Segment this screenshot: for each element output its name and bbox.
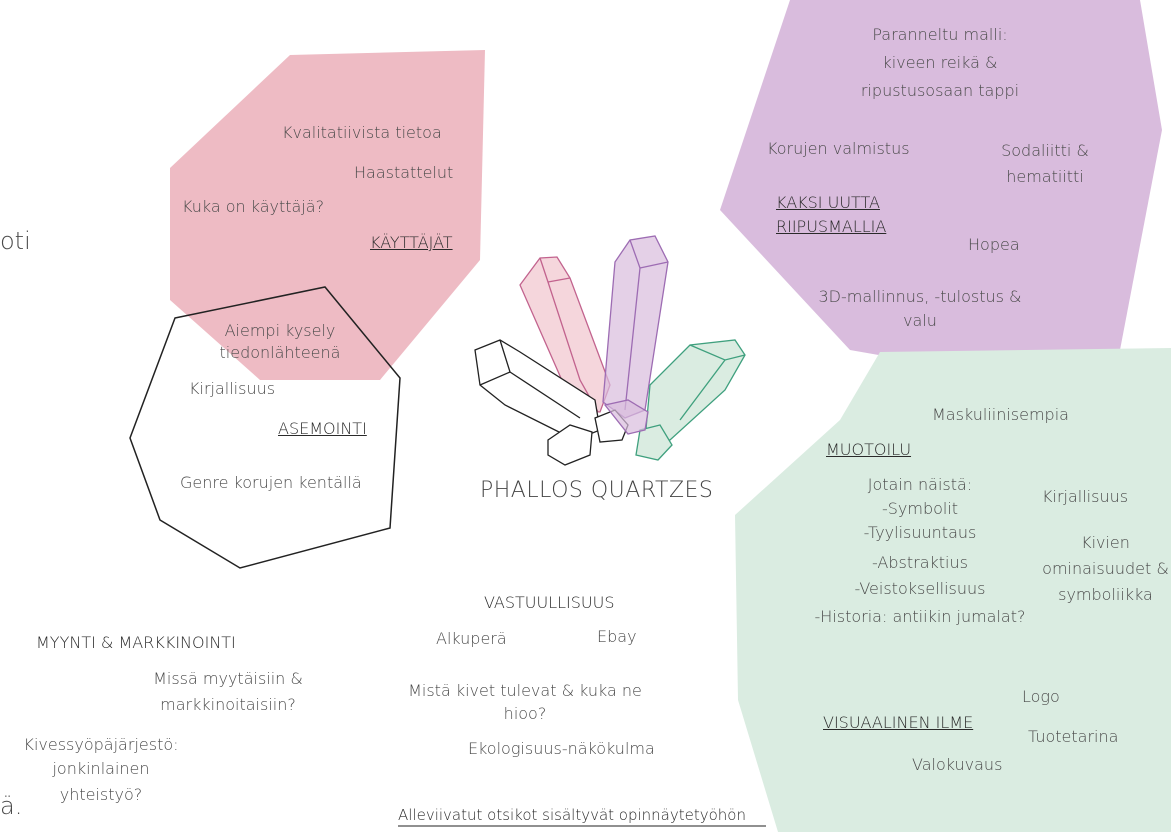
kayttajat-region — [170, 50, 485, 380]
muotoilu-list-item: Jotain näistä: — [867, 475, 973, 494]
left-fragment-bottom: ä. — [0, 792, 23, 820]
riipus-item: hematiitti — [1006, 167, 1084, 186]
riipus-item: Sodaliitti & — [1001, 141, 1089, 160]
muotoilu-region — [735, 348, 1171, 832]
visuaalinen-item: Logo — [1022, 687, 1060, 706]
myynti-item: jonkinlainen — [52, 759, 150, 778]
riipus-item: 3D-mallinnus, -tulostus & — [818, 287, 1022, 306]
vastuullisuus-item: Alkuperä — [436, 629, 507, 648]
riipus-item: kiveen reikä & — [882, 53, 998, 72]
muotoilu-list-item: -Historia: antiikin jumalat? — [814, 607, 1026, 626]
riipus-item: Hopea — [968, 235, 1020, 254]
muotoilu-list-item: -Veistoksellisuus — [854, 579, 986, 598]
riipus-item: Paranneltu malli: — [872, 25, 1008, 44]
asemointi-item: Aiempi kysely — [224, 321, 336, 340]
visuaalinen-heading: VISUAALINEN ILME — [823, 713, 974, 732]
muotoilu-side-item: Kivien — [1081, 533, 1130, 552]
kayttajat-item: Haastattelut — [354, 163, 454, 182]
asemointi-region — [129, 286, 401, 569]
left-fragment-top: oti — [0, 227, 31, 255]
vastuullisuus-item: Mistä kivet tulevat & kuka ne — [408, 681, 642, 700]
vastuullisuus-item: hioo? — [503, 704, 547, 723]
riipus-item: Korujen valmistus — [767, 139, 910, 158]
asemointi-heading: ASEMOINTI — [278, 419, 367, 438]
kayttajat-heading: KÄYTTÄJÄT — [370, 233, 453, 252]
muotoilu-side-item: symboliikka — [1058, 585, 1153, 604]
asemointi-item: tiedonlähteenä — [219, 343, 341, 362]
footer-note: Alleviivatut otsikot sisältyvät opinnäyt… — [398, 806, 746, 824]
riipus-heading: RIIPUSMALLIA — [776, 217, 887, 236]
crystal-cluster-icon — [474, 235, 746, 466]
riipus-item: valu — [903, 311, 937, 330]
myynti-item: Missä myytäisiin & — [153, 669, 303, 688]
logo-text: PHALLOS QUARTZES — [480, 478, 714, 503]
kayttajat-item: Kvalitatiivista tietoa — [282, 123, 442, 142]
visuaalinen-item: Valokuvaus — [912, 755, 1003, 774]
myynti-item: markkinoitaisiin? — [160, 695, 296, 714]
asemointi-item: Genre korujen kentällä — [180, 473, 362, 492]
muotoilu-side-item: Kirjallisuus — [1042, 487, 1129, 506]
muotoilu-side-item: ominaisuudet & — [1042, 559, 1169, 578]
myynti-item: yhteistyö? — [59, 785, 143, 804]
vastuullisuus-heading: VASTUULLISUUS — [484, 593, 615, 612]
vastuullisuus-item: Ebay — [597, 627, 637, 646]
muotoilu-item: Maskuliinisempia — [932, 405, 1069, 424]
muotoilu-list-item: -Tyylisuuntaus — [863, 523, 977, 542]
riipus-item: ripustusosaan tappi — [860, 81, 1020, 100]
visuaalinen-item: Tuotetarina — [1028, 727, 1119, 746]
muotoilu-list-item: -Abstraktius — [872, 553, 968, 572]
riipus-region — [720, 0, 1162, 365]
kayttajat-item: Kuka on käyttäjä? — [182, 197, 325, 216]
muotoilu-list-item: -Symbolit — [881, 499, 959, 518]
riipus-heading: KAKSI UUTTA — [776, 193, 880, 212]
muotoilu-heading: MUOTOILU — [826, 440, 912, 459]
myynti-heading: MYYNTI & MARKKINOINTI — [36, 633, 236, 652]
asemointi-item: Kirjallisuus — [189, 379, 276, 398]
myynti-item: Kivessyöpäjärjestö: — [23, 735, 179, 754]
vastuullisuus-item: Ekologisuus-näkökulma — [468, 739, 655, 758]
